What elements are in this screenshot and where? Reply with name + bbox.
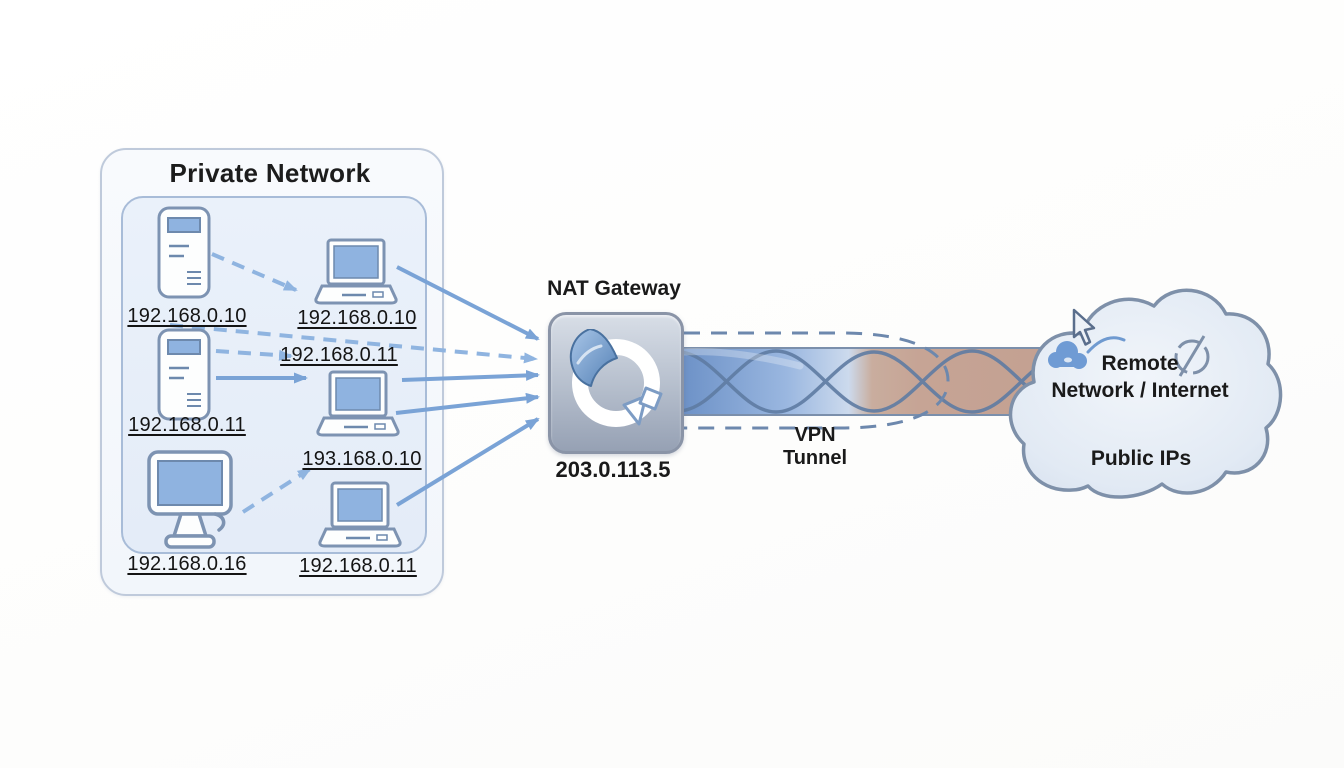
ip-label-server2: 192.168.0.11 — [128, 414, 246, 436]
nat-gateway-public-ip: 203.0.113.5 — [555, 457, 671, 482]
nat-gateway-box — [548, 312, 684, 454]
dashed-arrow-server1-laptop1 — [211, 252, 298, 292]
ip-label-annotation1: 192.168.0.11 — [280, 344, 398, 366]
mouse-cursor-icon — [1072, 308, 1096, 346]
remote-network-label-line1: Remote — [1101, 352, 1179, 375]
ip-label-laptop1: 192.168.0.10 — [297, 307, 417, 329]
public-ips-caption: Public IPs — [1090, 447, 1192, 470]
vpn-tunnel-dashed-outline — [684, 331, 950, 430]
vpn-tunnel-label: VPN Tunnel — [752, 424, 878, 470]
ip-label-server1: 192.168.0.10 — [127, 305, 247, 327]
vpn-tunnel-label-line1: VPN — [794, 424, 836, 446]
remote-network-label: Remote Network / Internet — [1038, 350, 1242, 404]
nat-gateway-title: NAT Gateway — [547, 277, 681, 300]
ip-label-annotation2: 193.168.0.10 — [302, 448, 422, 470]
solid-arrow-laptop3-nat — [395, 417, 540, 507]
dashed-arrow-long-to-nat — [169, 323, 538, 364]
solid-arrow-laptop1-nat — [396, 265, 540, 341]
dashed-arrow-desktop-annotation — [241, 467, 312, 514]
vpn-tunnel-band — [677, 331, 1067, 430]
private-network-title: Private Network — [169, 158, 371, 188]
nat-gateway-icon — [569, 329, 663, 427]
ip-label-laptop3: 192.168.0.11 — [299, 555, 417, 577]
vpn-tunnel-label-line2: Tunnel — [782, 447, 848, 469]
dashed-arrow-server2-annotation — [215, 349, 293, 361]
small-cloud-icon — [1048, 341, 1087, 369]
solid-arrow-laptop2-nat-upper — [401, 369, 540, 382]
slash-circle-icon — [1174, 335, 1210, 377]
remote-network-cloud — [1008, 288, 1283, 499]
swoosh-arc-icon — [1086, 336, 1126, 354]
solid-arrow-laptop2-nat-lower — [395, 392, 540, 415]
remote-network-label-line2: Network / Internet — [1051, 379, 1229, 402]
ip-label-desktop: 192.168.0.16 — [127, 553, 247, 575]
